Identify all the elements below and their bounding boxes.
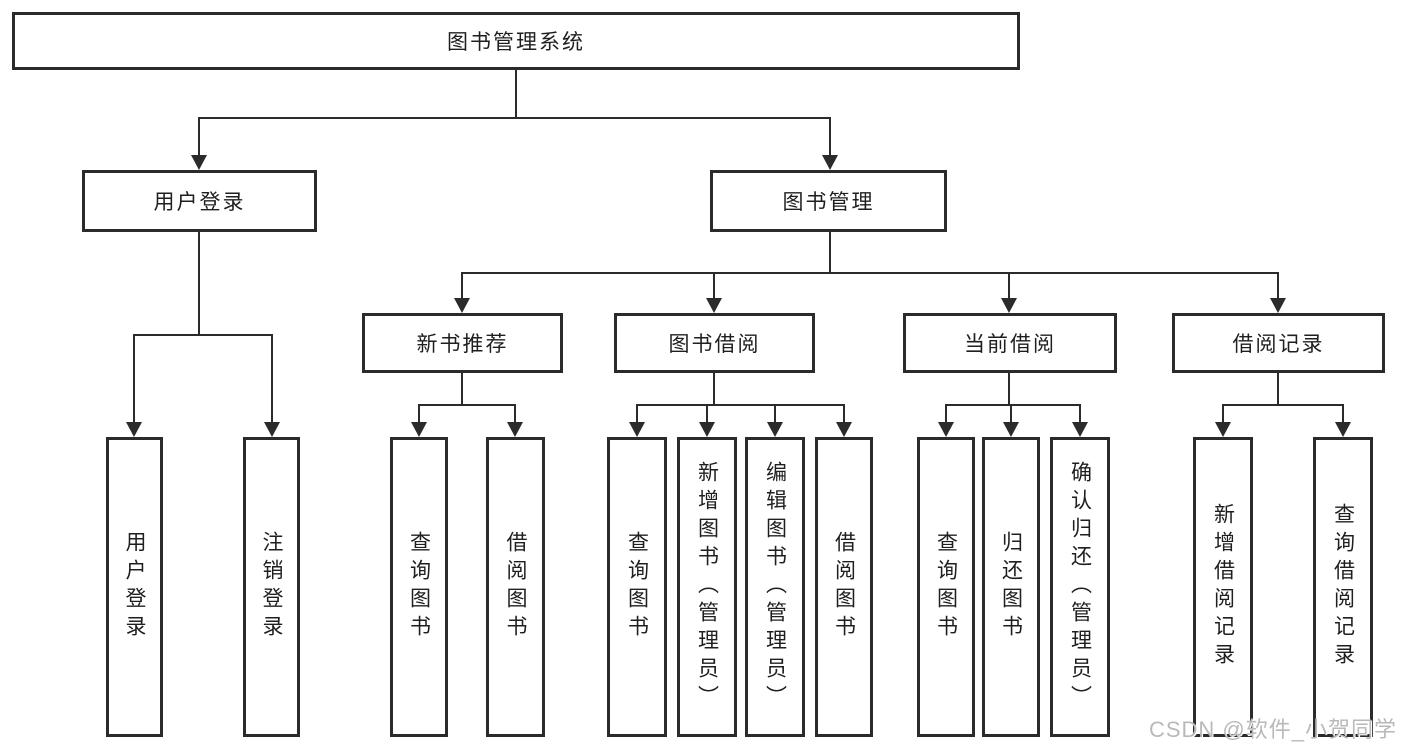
connector-line [1277,272,1279,300]
node-borrow-records: 借阅记录 [1172,313,1385,373]
leaf-user-login: 用户登录 [106,437,163,737]
leaf-records-add-record: 新增借阅记录 [1193,437,1253,737]
arrowhead-icon [822,155,838,170]
connector-line [461,272,463,300]
connector-line [843,404,845,426]
connector-line [198,117,831,119]
leaf-borrow-add-books-admin: 新增图书（管理员） [677,437,737,737]
leaf-records-query-record-label: 查询借阅记录 [1331,503,1355,671]
connector-line [271,334,273,424]
connector-line [1008,272,1010,300]
arrowhead-icon [1215,422,1231,437]
leaf-recommend-borrow-books-label: 借阅图书 [504,531,527,643]
connector-line [774,404,776,426]
leaf-borrow-add-books-admin-label: 新增图书（管理员） [695,461,719,713]
arrowhead-icon [454,298,470,313]
connector-line [461,272,1279,274]
leaf-recommend-query-books: 查询图书 [390,437,448,737]
leaf-logout: 注销登录 [243,437,300,737]
connector-line [1008,373,1010,406]
leaf-recommend-borrow-books: 借阅图书 [486,437,545,737]
arrowhead-icon [1335,422,1351,437]
leaf-borrow-query-books: 查询图书 [607,437,667,737]
connector-line [1222,404,1224,426]
leaf-current-return-books-label: 归还图书 [999,531,1023,643]
leaf-current-query-books: 查询图书 [917,437,975,737]
node-current-borrow: 当前借阅 [903,313,1117,373]
node-book-management-label: 图书管理 [782,191,875,214]
connector-line [1277,373,1279,406]
leaf-current-return-books: 归还图书 [982,437,1040,737]
arrowhead-icon [507,422,523,437]
connector-line [1342,404,1344,426]
leaf-user-login-label: 用户登录 [123,531,146,643]
connector-line [829,232,831,274]
connector-line [636,404,845,406]
connector-line [945,404,947,426]
arrowhead-icon [126,422,142,437]
connector-line [945,404,1081,406]
leaf-borrow-query-books-label: 查询图书 [625,531,649,643]
connector-line [133,334,135,424]
node-root-label: 图书管理系统 [447,31,585,54]
leaf-borrow-edit-books-admin-label: 编辑图书（管理员） [763,461,787,713]
leaf-records-query-record: 查询借阅记录 [1313,437,1373,737]
connector-line [198,117,200,157]
connector-line [418,404,420,426]
connector-line [713,272,715,300]
arrowhead-icon [264,422,280,437]
arrowhead-icon [706,298,722,313]
arrowhead-icon [1001,298,1017,313]
arrowhead-icon [1270,298,1286,313]
node-book-management: 图书管理 [710,170,947,232]
connector-line [514,404,516,426]
leaf-recommend-query-books-label: 查询图书 [407,531,431,643]
arrowhead-icon [629,422,645,437]
arrowhead-icon [411,422,427,437]
connector-line [418,404,516,406]
node-root-system: 图书管理系统 [12,12,1020,70]
connector-line [133,334,273,336]
leaf-borrow-borrow-books-label: 借阅图书 [832,531,856,643]
connector-line [713,373,715,406]
leaf-borrow-edit-books-admin: 编辑图书（管理员） [745,437,805,737]
arrowhead-icon [767,422,783,437]
arrowhead-icon [1072,422,1088,437]
connector-line [706,404,708,426]
node-book-borrow-label: 图书借阅 [668,333,761,356]
leaf-current-confirm-return-admin: 确认归还（管理员） [1050,437,1110,737]
connector-line [515,70,517,118]
arrowhead-icon [938,422,954,437]
leaf-borrow-borrow-books: 借阅图书 [815,437,873,737]
node-new-book-recommend: 新书推荐 [362,313,563,373]
connector-line [198,232,200,336]
arrowhead-icon [191,155,207,170]
connector-line [1079,404,1081,426]
node-user-login: 用户登录 [82,170,317,232]
connector-line [461,373,463,406]
arrowhead-icon [836,422,852,437]
node-user-login-label: 用户登录 [153,191,246,214]
csdn-watermark: CSDN @软件_小贺同学 [1148,717,1397,742]
arrowhead-icon [1003,422,1019,437]
node-new-book-recommend-label: 新书推荐 [416,333,509,356]
connector-line [636,404,638,426]
node-borrow-records-label: 借阅记录 [1232,333,1325,356]
connector-line [1010,404,1012,426]
node-current-borrow-label: 当前借阅 [964,333,1056,356]
arrowhead-icon [699,422,715,437]
leaf-current-query-books-label: 查询图书 [934,531,958,643]
leaf-current-confirm-return-admin-label: 确认归还（管理员） [1068,461,1092,713]
leaf-logout-label: 注销登录 [260,531,283,643]
connector-line [1222,404,1344,406]
leaf-records-add-record-label: 新增借阅记录 [1211,503,1235,671]
connector-line [829,117,831,157]
node-book-borrow: 图书借阅 [614,313,815,373]
